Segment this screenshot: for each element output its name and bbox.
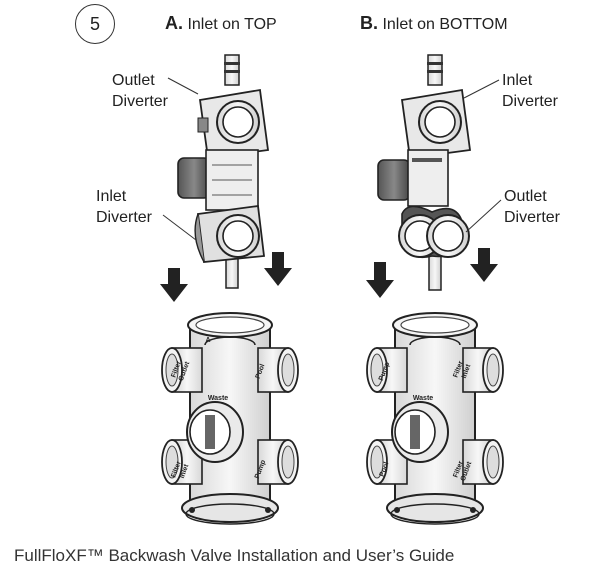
panel-a-outlet-diverter-callout: Outlet Diverter: [112, 70, 168, 112]
callout-line: Outlet: [504, 188, 547, 205]
panel-b-diverter-assembly: [377, 54, 472, 291]
svg-text:A: A: [205, 337, 210, 344]
callout-line: Inlet: [502, 72, 533, 89]
valve-illustration: Filter Outlet Pool Waste Filter Inlet Pu…: [160, 54, 504, 525]
callout-line: Diverter: [504, 209, 561, 226]
leader-line: [465, 199, 502, 233]
panel-b-arrows: [366, 248, 498, 298]
panel-b-valve-body: [366, 312, 504, 525]
panel-b-heading: B. Inlet on BOTTOM: [360, 13, 508, 34]
port-label: Waste: [208, 395, 228, 402]
step-number-badge: 5: [75, 4, 115, 44]
svg-text:Waste: Waste: [413, 395, 433, 402]
callout-line: Diverter: [96, 209, 153, 226]
panel-b-title: Inlet on BOTTOM: [378, 16, 508, 33]
panel-a-letter: A.: [165, 13, 183, 33]
leader-line: [162, 214, 197, 241]
panel-b-inlet-diverter-callout: Inlet Diverter: [502, 70, 558, 112]
leader-line: [167, 77, 199, 95]
panel-b-outlet-diverter-callout: Outlet Diverter: [504, 186, 560, 228]
svg-text:Waste: Waste: [208, 395, 228, 402]
panel-a-valve-body: [161, 312, 299, 525]
panel-a-inlet-diverter-callout: Inlet Diverter: [96, 186, 152, 228]
svg-text:Inlet: Inlet: [179, 463, 191, 480]
port-label: Inlet: [179, 463, 191, 480]
panel-a-title: Inlet on TOP: [183, 16, 277, 33]
port-label: Waste: [413, 395, 433, 402]
callout-line: Outlet: [112, 72, 155, 89]
port-label: Pool: [379, 461, 391, 478]
callout-line: Diverter: [112, 93, 169, 110]
svg-text:Pool: Pool: [379, 461, 391, 478]
step-number: 5: [89, 13, 100, 34]
panel-a-arrows: [160, 252, 292, 302]
callout-line: Diverter: [502, 93, 559, 110]
panel-a-heading: A. Inlet on TOP: [165, 13, 277, 34]
port-label: A: [205, 337, 210, 344]
port-label: Pool: [255, 363, 267, 380]
leader-line: [463, 79, 500, 99]
svg-text:Inlet: Inlet: [461, 363, 473, 380]
page-footer: FullFloXF™ Backwash Valve Installation a…: [14, 546, 455, 565]
port-label: Inlet: [461, 363, 473, 380]
callout-line: Inlet: [96, 188, 127, 205]
panel-a-diverter-assembly: [177, 54, 270, 289]
svg-text:Pool: Pool: [255, 363, 267, 380]
panel-b-letter: B.: [360, 13, 378, 33]
